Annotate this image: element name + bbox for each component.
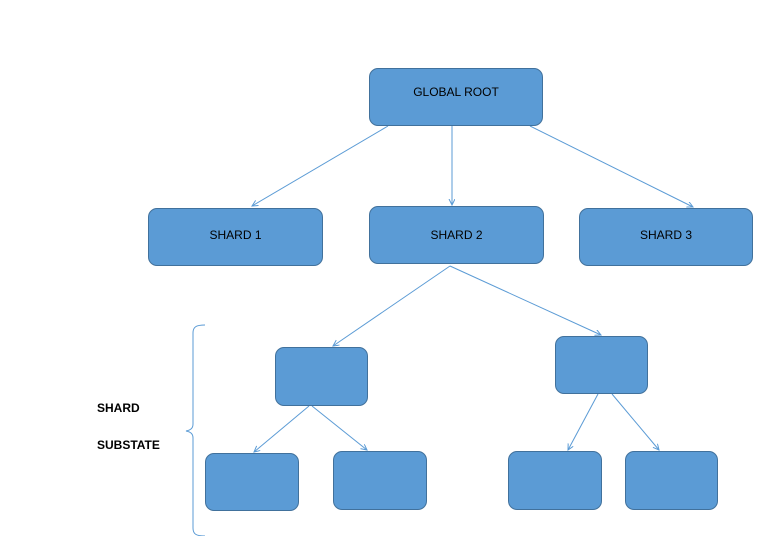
substate-label-line1: SHARD — [97, 401, 140, 415]
shard-2-node: SHARD 2 — [369, 206, 544, 264]
substate-label-line2: SUBSTATE — [97, 438, 160, 452]
shard-1-label: SHARD 1 — [209, 228, 262, 242]
shard-3-label: SHARD 3 — [639, 228, 692, 242]
arrow-root-to-shard-3 — [529, 125, 693, 207]
global-root-node: GLOBAL ROOT — [369, 68, 543, 126]
arrow-sub-right-to-leaf-4 — [611, 393, 659, 450]
arrow-sub-right-to-leaf-3 — [568, 393, 599, 450]
shard-1-node: SHARD 1 — [148, 208, 323, 266]
substate-leaf-node — [333, 451, 427, 510]
arrow-shard-2-to-sub-left — [333, 265, 451, 346]
global-root-label: GLOBAL ROOT — [413, 85, 499, 99]
substate-leaf-node — [625, 451, 718, 510]
arrow-sub-left-to-leaf-1 — [254, 405, 310, 452]
substate-node-right — [555, 336, 648, 394]
arrow-root-to-shard-1 — [252, 125, 389, 206]
substate-leaf-node — [205, 453, 299, 511]
shard-3-node: SHARD 3 — [579, 208, 753, 266]
arrow-sub-left-to-leaf-2 — [311, 405, 367, 450]
shard-2-label: SHARD 2 — [430, 228, 483, 242]
substate-node-left — [275, 347, 368, 406]
arrow-shard-2-to-sub-right — [449, 265, 601, 335]
substate-bracket — [185, 324, 206, 536]
substate-leaf-node — [508, 451, 602, 510]
